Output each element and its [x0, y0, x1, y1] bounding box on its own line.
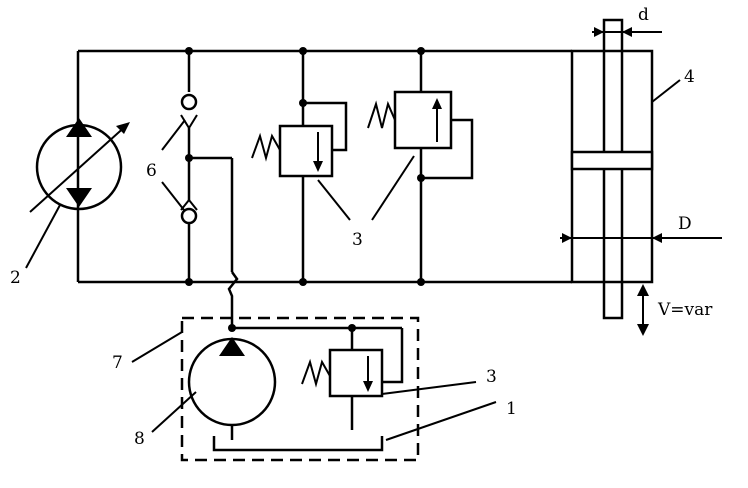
label-pump: 2 [10, 268, 21, 288]
label-piston-diameter: D [678, 214, 692, 234]
label-cylinder: 4 [684, 67, 695, 87]
label-check-valves: 6 [146, 161, 157, 181]
label-makeup-pump: 8 [134, 429, 145, 449]
cylinder [560, 18, 722, 336]
label-velocity: V=var [657, 300, 713, 320]
relief-valve-1 [251, 51, 351, 282]
main-lines [76, 49, 572, 284]
relief-valve-2 [367, 51, 474, 282]
label-rod-diameter: d [638, 5, 649, 25]
junction-dots [185, 47, 425, 332]
makeup-relief-valve [301, 328, 477, 430]
tank [212, 401, 497, 452]
label-makeup-relief: 3 [486, 367, 497, 387]
label-tank: 1 [506, 399, 517, 419]
variable-pump [25, 118, 130, 269]
label-makeup-unit: 7 [112, 353, 123, 373]
label-relief-valves: 3 [352, 230, 363, 250]
makeup-pump [151, 326, 402, 440]
check-valve-branch [161, 51, 239, 328]
